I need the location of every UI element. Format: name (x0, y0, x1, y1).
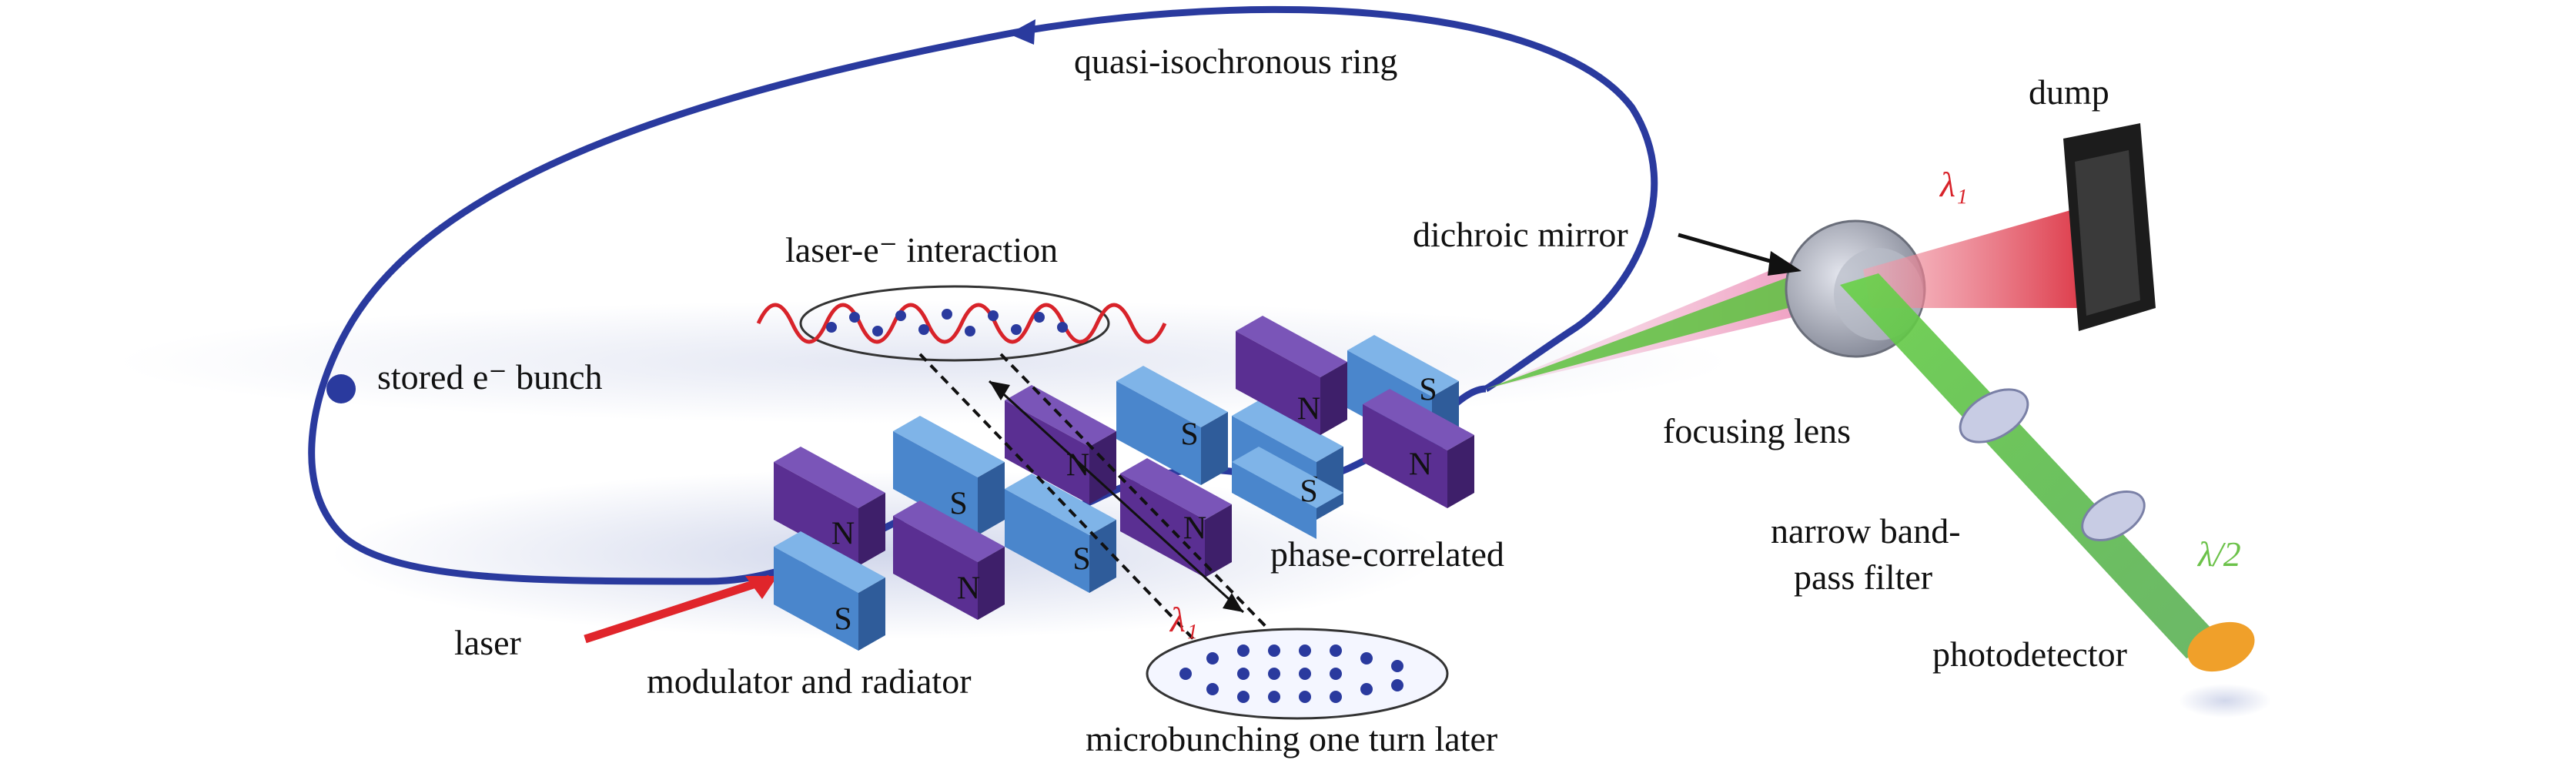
pole-label: N (1409, 447, 1432, 483)
pole-label: S (834, 602, 851, 638)
green-cone (1486, 270, 1817, 389)
laser-arrowhead (745, 576, 778, 599)
laser-label: laser (454, 623, 521, 662)
radiation-cone (1486, 254, 1832, 389)
microbunching-label: microbunching one turn later (1086, 719, 1497, 758)
pole-label: S (1419, 373, 1437, 408)
magnet-7: S (1116, 366, 1228, 485)
lambda1-bottom-label: λ₁ (1169, 600, 1198, 639)
microbunch-dots (1179, 644, 1403, 703)
band-pass-filter (2081, 490, 2146, 541)
laser-input-beam (584, 574, 771, 644)
pole-label: N (1183, 511, 1206, 547)
magnet-4: N (893, 500, 1005, 620)
detector-shadow (2179, 684, 2271, 718)
filter-label-line1: narrow band- (1771, 511, 1961, 551)
magnet-10: N (1236, 316, 1347, 435)
stored-bunch-label: stored e⁻ bunch (377, 357, 603, 397)
phase-correlated-label: phase-correlated (1270, 534, 1504, 574)
interaction-label: laser-e⁻ interaction (785, 230, 1058, 270)
mirror-pointer-arrow (1768, 251, 1802, 276)
microbunching-ellipse (1146, 628, 1449, 720)
ring-beam-path (308, 5, 1658, 585)
interaction-ellipse (799, 285, 1110, 362)
lambda2-label: λ/2 (2196, 534, 2241, 574)
projection-arrow-down (1223, 593, 1243, 612)
laser-wave (756, 303, 1167, 344)
ring-direction-arrow (1009, 19, 1035, 45)
pole-label: S (1180, 417, 1198, 453)
magnet-5: S (1005, 474, 1116, 593)
magnet-front-s: S (1232, 447, 1343, 539)
photodetector (2187, 621, 2255, 672)
magnet-13: N (1363, 389, 1474, 508)
photodetector-label: photodetector (1932, 634, 2127, 674)
stored-bunch-dot (326, 374, 356, 403)
dichroic-mirror-label: dichroic mirror (1413, 215, 1628, 254)
pole-label: S (1300, 474, 1317, 510)
ring-label: quasi-isochronous ring (1074, 42, 1397, 81)
pole-label: S (1072, 542, 1090, 578)
filter-label-line2: pass filter (1794, 557, 1932, 597)
dump-label: dump (2029, 72, 2109, 112)
interaction-electrons (826, 309, 1068, 336)
pole-label: N (831, 517, 855, 552)
projection-lines (918, 353, 1283, 644)
green-beam-to-detector (1840, 273, 2225, 658)
projection-arrow-up (989, 381, 1010, 400)
magnet-2: S (774, 531, 885, 651)
lambda1-top-label: λ₁ (1939, 165, 1968, 204)
radiator-front-magnets: S N (1232, 447, 1343, 539)
pole-label: N (957, 571, 980, 607)
pole-label: N (1297, 392, 1320, 427)
beam-dump-inner (2075, 150, 2140, 316)
modulator-label: modulator and radiator (647, 661, 972, 701)
focusing-lens-label: focusing lens (1663, 411, 1851, 450)
focusing-lens (1959, 388, 2029, 444)
magnet-1: N (774, 447, 885, 566)
red-beam-to-dump (1863, 208, 2102, 308)
magnet-3: S (893, 416, 1005, 535)
pole-label: S (949, 487, 967, 522)
mirror-pointer-line (1678, 233, 1787, 268)
